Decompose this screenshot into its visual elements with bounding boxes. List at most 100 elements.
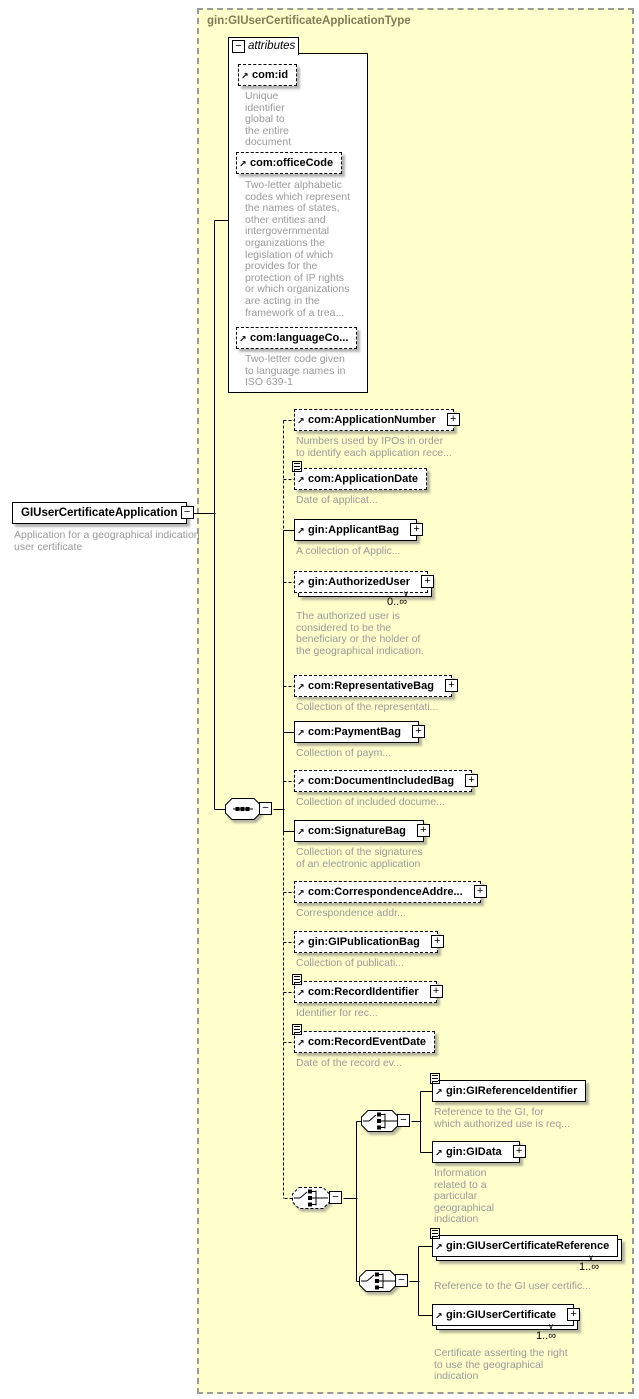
element-com-signature-bag[interactable]: ↗ com:SignatureBag +: [294, 820, 430, 842]
collapse-icon[interactable]: −: [395, 1274, 408, 1287]
reference-arrow-icon: ↗: [297, 526, 305, 536]
element-gin-gi-publication-bag[interactable]: ↗ gin:GIPublicationBag +: [294, 931, 444, 953]
choice-icon[interactable]: [361, 1110, 399, 1132]
more-chevron-icon: ∨: [403, 589, 409, 598]
reference-arrow-icon: ↗: [297, 1038, 305, 1048]
collapse-icon[interactable]: −: [329, 1191, 342, 1204]
reference-arrow-icon: ↗: [297, 416, 305, 426]
expand-icon[interactable]: +: [410, 523, 424, 536]
attribute-com-id[interactable]: ↗ com:id: [238, 64, 298, 86]
attribute-label: com:id: [252, 69, 289, 81]
reference-arrow-icon: ↗: [297, 988, 305, 998]
element-com-document-included-bag[interactable]: ↗ com:DocumentIncludedBag +: [294, 770, 479, 792]
expand-icon[interactable]: +: [473, 885, 487, 898]
simple-content-icon: [430, 1228, 440, 1239]
element-com-application-number[interactable]: ↗ com:ApplicationNumber +: [294, 409, 460, 431]
element-label: com:SignatureBag: [308, 825, 406, 837]
element-label: com:ApplicationNumber: [308, 414, 436, 426]
reference-arrow-icon: ↗: [239, 334, 247, 344]
element-label: gin:ApplicantBag: [308, 524, 400, 536]
element-gi-user-certificate-application[interactable]: GIUserCertificateApplication −: [12, 502, 194, 524]
element-description: Numbers used by IPOs in order to identif…: [296, 435, 452, 459]
cardinality-label: 1..∞: [579, 1261, 600, 1273]
cardinality-label: 1..∞: [536, 1330, 557, 1342]
reference-arrow-icon: ↗: [297, 475, 305, 485]
expand-icon[interactable]: +: [444, 679, 458, 692]
element-label: gin:AuthorizedUser: [308, 576, 411, 588]
attribute-com-officecode[interactable]: ↗ com:officeCode: [236, 152, 343, 174]
element-label: gin:GIPublicationBag: [308, 936, 420, 948]
collapse-icon[interactable]: −: [259, 802, 272, 815]
attributes-tab[interactable]: − attributes: [228, 37, 299, 55]
expand-icon[interactable]: +: [446, 413, 460, 426]
reference-arrow-icon: ↗: [297, 827, 305, 837]
attribute-description: Unique identifier global to the entire d…: [245, 90, 292, 149]
element-label: com:RecordEventDate: [308, 1036, 426, 1048]
element-description: The authorized user is considered to be …: [296, 610, 424, 657]
element-gin-authorized-user[interactable]: ↗ gin:AuthorizedUser +: [294, 571, 435, 593]
element-label: GIUserCertificateApplication: [21, 507, 178, 519]
element-label: gin:GIUserCertificate: [446, 1309, 557, 1321]
element-gin-gi-reference-identifier[interactable]: ↗ gin:GIReferenceIdentifier: [430, 1073, 587, 1102]
reference-arrow-icon: ↗: [297, 777, 305, 787]
expand-icon[interactable]: +: [421, 575, 435, 588]
element-description: Reference to the GI user certific...: [434, 1280, 591, 1292]
element-com-record-event-date[interactable]: ↗ com:RecordEventDate: [292, 1024, 435, 1053]
attribute-label: com:languageCo...: [250, 332, 349, 344]
element-label: com:CorrespondenceAddre...: [308, 886, 463, 898]
reference-arrow-icon: ↗: [297, 728, 305, 738]
element-description: Date of the record ev...: [296, 1057, 403, 1069]
element-label: com:RepresentativeBag: [308, 680, 434, 692]
element-description: Certificate asserting the right to use t…: [434, 1347, 568, 1383]
more-chevron-icon: ∨: [548, 1322, 554, 1331]
element-label: gin:GIUserCertificateReference: [446, 1240, 610, 1252]
reference-arrow-icon: ↗: [435, 1087, 443, 1097]
expand-icon[interactable]: +: [465, 774, 479, 787]
sequence-icon[interactable]: [225, 798, 261, 820]
element-description: Identifier for rec...: [296, 1007, 378, 1019]
expand-icon[interactable]: +: [567, 1308, 581, 1321]
element-label: com:RecordIdentifier: [308, 986, 419, 998]
reference-arrow-icon: ↗: [297, 578, 305, 588]
element-com-application-date[interactable]: ↗ com:ApplicationDate: [292, 461, 428, 490]
simple-content-icon: [292, 974, 302, 985]
element-gin-gi-user-certificate-reference[interactable]: ↗ gin:GIUserCertificateReference: [430, 1228, 619, 1257]
element-description: Collection of paym...: [296, 747, 392, 759]
simple-content-icon: [430, 1073, 440, 1084]
element-gin-gi-data[interactable]: ↗ gin:GIData +: [432, 1141, 526, 1163]
collapse-icon[interactable]: −: [180, 506, 194, 519]
element-com-correspondence-address[interactable]: ↗ com:CorrespondenceAddre... +: [294, 881, 487, 903]
type-title: gin:GIUserCertificateApplicationType: [207, 15, 411, 27]
element-description: Collection of included docume...: [296, 796, 445, 808]
expand-icon[interactable]: +: [512, 1145, 526, 1158]
attribute-description: Two-letter alphabetic codes which repres…: [245, 179, 351, 319]
expand-icon[interactable]: +: [416, 824, 430, 837]
reference-arrow-icon: ↗: [241, 71, 249, 81]
expand-icon[interactable]: +: [430, 935, 444, 948]
element-com-record-identifier[interactable]: ↗ com:RecordIdentifier +: [292, 974, 443, 1003]
reference-arrow-icon: ↗: [435, 1148, 443, 1158]
collapse-icon[interactable]: −: [397, 1114, 410, 1127]
element-com-payment-bag[interactable]: ↗ com:PaymentBag +: [294, 721, 425, 743]
reference-arrow-icon: ↗: [435, 1311, 443, 1321]
collapse-icon[interactable]: −: [232, 40, 245, 53]
element-description: Information related to a particular geog…: [434, 1167, 495, 1226]
element-label: gin:GIData: [446, 1146, 502, 1158]
expand-icon[interactable]: +: [411, 725, 425, 738]
simple-content-icon: [292, 1024, 302, 1035]
element-description: Collection of publicati...: [296, 957, 404, 969]
element-description: A collection of Applic...: [296, 545, 401, 557]
element-gin-gi-user-certificate[interactable]: ↗ gin:GIUserCertificate +: [432, 1304, 581, 1326]
choice-icon[interactable]: [292, 1187, 330, 1209]
attribute-com-languagecode[interactable]: ↗ com:languageCo...: [236, 327, 358, 349]
element-gin-applicant-bag[interactable]: ↗ gin:ApplicantBag +: [294, 519, 424, 541]
choice-icon[interactable]: [359, 1270, 397, 1292]
reference-arrow-icon: ↗: [239, 159, 247, 169]
expand-icon[interactable]: +: [429, 985, 443, 998]
element-com-representative-bag[interactable]: ↗ com:RepresentativeBag +: [294, 675, 458, 697]
simple-content-icon: [292, 461, 302, 472]
element-description: Application for a geographical indicatio…: [14, 529, 200, 553]
more-chevron-icon: ∨: [588, 1253, 594, 1262]
attribute-label: com:officeCode: [250, 157, 334, 169]
